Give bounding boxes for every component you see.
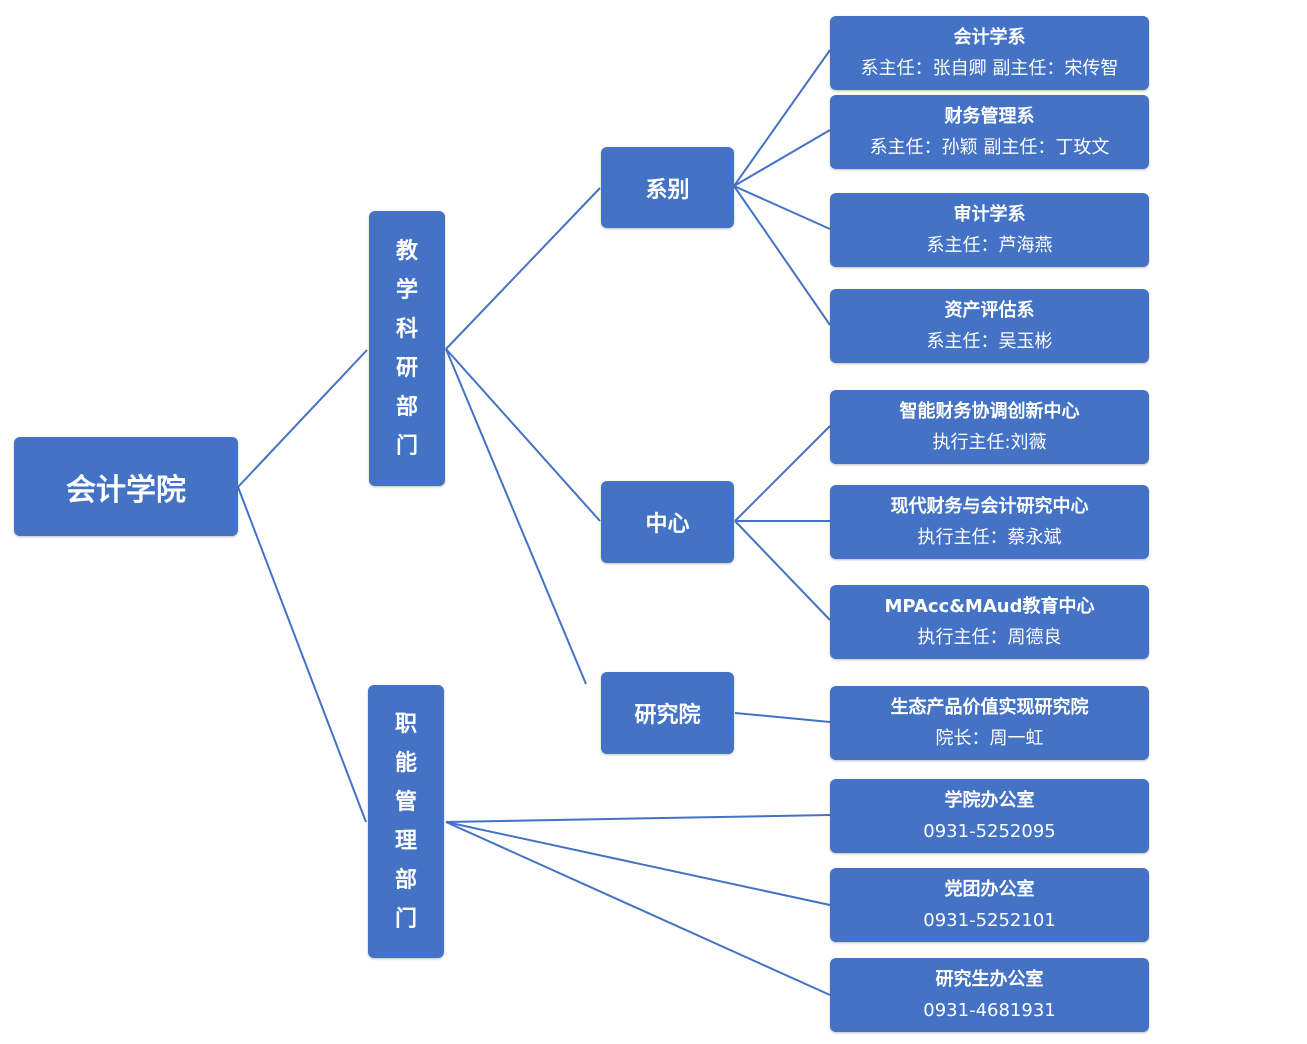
- admin-label-char-2: 管: [394, 789, 417, 815]
- connector-line-11: [734, 520, 831, 621]
- centers-node: 中心: [601, 481, 734, 563]
- departments-node: 系别: [601, 147, 734, 228]
- institute-node: 研究院: [601, 672, 734, 754]
- dept-audit-title: 审计学系: [953, 204, 1026, 225]
- connector-line-1: [237, 486, 367, 823]
- teaching-label-char-5: 门: [395, 433, 418, 459]
- office-college-phone: 0931-5252095: [923, 821, 1056, 842]
- dept-finance-node: 财务管理系 系主任：孙颖 副主任：丁玫文: [830, 95, 1149, 169]
- center-mpacc-staff: 执行主任：周德良: [917, 627, 1062, 648]
- institute-eco-staff: 院长：周一虹: [935, 728, 1044, 749]
- office-graduate-phone: 0931-4681931: [923, 1000, 1056, 1021]
- dept-asset-node: 资产评估系 系主任：吴玉彬: [830, 289, 1149, 363]
- connector-line-3: [445, 348, 601, 522]
- connector-line-5: [733, 49, 831, 187]
- office-graduate-node: 研究生办公室 0931-4681931: [830, 958, 1149, 1032]
- dept-accounting-staff: 系主任：张自卿 副主任：宋传智: [860, 58, 1119, 79]
- connector-line-0: [237, 349, 368, 488]
- center-smart-finance-staff: 执行主任:刘薇: [932, 432, 1047, 453]
- connector-line-15: [445, 821, 831, 996]
- center-smart-finance-node: 智能财务协调创新中心 执行主任:刘薇: [830, 390, 1149, 464]
- connector-line-4: [445, 348, 587, 685]
- dept-audit-staff: 系主任：芦海燕: [926, 235, 1053, 256]
- office-graduate-title: 研究生办公室: [935, 969, 1044, 990]
- teaching-label-char-2: 科: [395, 316, 418, 342]
- connector-line-12: [734, 712, 831, 723]
- institute-eco-node: 生态产品价值实现研究院 院长：周一虹: [830, 686, 1149, 760]
- office-party-phone: 0931-5252101: [923, 910, 1056, 931]
- dept-accounting-node: 会计学系 系主任：张自卿 副主任：宋传智: [830, 16, 1149, 90]
- dept-accounting-title: 会计学系: [953, 27, 1026, 48]
- center-modern-finance-title: 现代财务与会计研究中心: [890, 496, 1089, 517]
- office-college-node: 学院办公室 0931-5252095: [830, 779, 1149, 853]
- teaching-label-char-0: 教: [395, 238, 418, 264]
- center-mpacc-node: MPAcc&MAud教育中心 执行主任：周德良: [830, 585, 1149, 659]
- connector-line-6: [733, 129, 831, 187]
- center-modern-finance-node: 现代财务与会计研究中心 执行主任：蔡永斌: [830, 485, 1149, 559]
- connector-line-14: [445, 821, 831, 906]
- dept-audit-node: 审计学系 系主任：芦海燕: [830, 193, 1149, 267]
- office-college-title: 学院办公室: [944, 790, 1035, 811]
- connector-line-2: [445, 187, 601, 350]
- institute-eco-title: 生态产品价值实现研究院: [890, 697, 1089, 718]
- admin-management-node: 职能管理部门: [368, 685, 444, 958]
- connector-line-7: [733, 185, 831, 230]
- root-node: 会计学院: [14, 437, 238, 536]
- dept-finance-staff: 系主任：孙颖 副主任：丁玫文: [869, 137, 1110, 158]
- office-party-title: 党团办公室: [944, 879, 1035, 900]
- teaching-label-char-3: 研: [395, 355, 418, 381]
- admin-label-char-1: 能: [394, 750, 417, 776]
- connector-line-8: [733, 185, 831, 326]
- dept-asset-title: 资产评估系: [944, 300, 1035, 321]
- center-mpacc-title: MPAcc&MAud教育中心: [884, 596, 1095, 617]
- connector-line-9: [734, 425, 831, 522]
- dept-asset-staff: 系主任：吴玉彬: [926, 331, 1053, 352]
- dept-finance-title: 财务管理系: [944, 106, 1035, 127]
- center-smart-finance-title: 智能财务协调创新中心: [899, 401, 1080, 422]
- teaching-label-char-4: 部: [395, 394, 418, 420]
- admin-label-char-5: 门: [394, 906, 417, 932]
- connector-line-13: [445, 814, 831, 823]
- center-modern-finance-staff: 执行主任：蔡永斌: [917, 527, 1062, 548]
- teaching-label-char-1: 学: [395, 277, 418, 303]
- admin-label-char-0: 职: [394, 711, 417, 737]
- office-party-node: 党团办公室 0931-5252101: [830, 868, 1149, 942]
- admin-label-char-4: 部: [394, 867, 417, 893]
- admin-label-char-3: 理: [394, 828, 417, 854]
- teaching-research-node: 教学科研部门: [369, 211, 445, 486]
